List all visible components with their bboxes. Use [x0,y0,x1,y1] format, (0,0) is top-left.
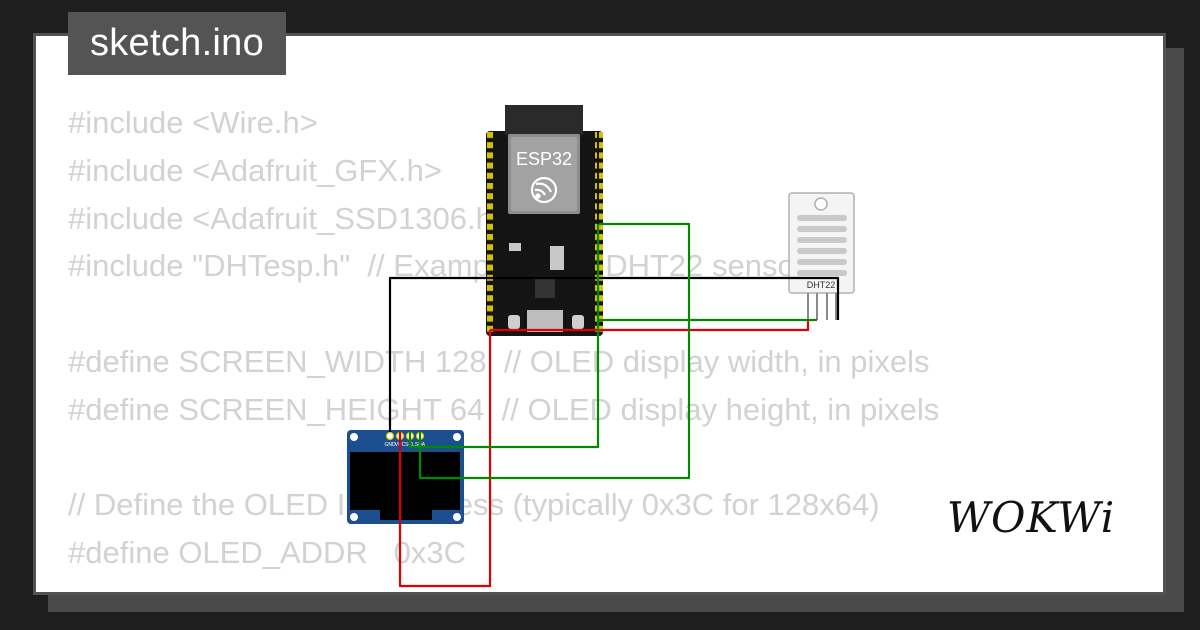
vcc-wire-oled[interactable] [398,330,492,588]
code-line: #include <Wire.h> [68,105,318,140]
esp32-component [509,243,521,251]
gnd-wire[interactable] [388,276,840,432]
dht22-sensor[interactable]: DHT22 [788,192,855,320]
esp32-pin-header-left [486,131,494,335]
boot-button[interactable] [572,315,584,329]
dht22-mount-hole [814,197,828,211]
file-tab[interactable]: sketch.ino [68,12,286,75]
oled-mount-hole [453,513,461,521]
oled-screen [350,452,460,510]
espressif-logo-icon [530,176,558,204]
wires [388,222,840,588]
code-line: #define SCREEN_WIDTH 128 // OLED display… [68,343,930,379]
esp32-label: ESP32 [516,149,572,169]
code-line: #include <Adafruit_GFX.h> [68,152,442,188]
dht22-pins [807,293,837,320]
wokwi-logo-text: WOKWi [947,493,1115,542]
dht22-label: DHT22 [807,280,836,290]
code-line: #include <Adafruit_SSD1306.h> [68,200,511,236]
esp32-board[interactable]: ESP32 [486,105,603,336]
esp32-antenna [505,105,583,135]
scl-wire[interactable] [408,224,600,449]
oled-display[interactable]: GND VCC SCL SDA [347,430,464,524]
en-button[interactable] [508,315,520,329]
code-line: #define OLED_ADDR 0x3C [68,535,467,571]
esp32-chip [535,278,555,298]
oled-pin-label: GND [384,442,396,448]
oled-ribbon [380,510,432,520]
esp32-shield [511,137,577,211]
wokwi-logo: WOKWi [947,493,1115,542]
sda-wire[interactable] [418,222,691,480]
esp32-component [550,246,564,270]
oled-mount-hole [350,433,358,441]
vcc-wire-dht[interactable] [490,320,810,332]
oled-mount-hole [350,513,358,521]
oled-mount-hole [453,433,461,441]
dht22-label-bg [798,277,844,291]
usb-port [527,310,563,332]
dht22-grille [797,215,847,276]
code-background: #include <Wire.h> #include <Adafruit_GFX.… [68,99,939,577]
